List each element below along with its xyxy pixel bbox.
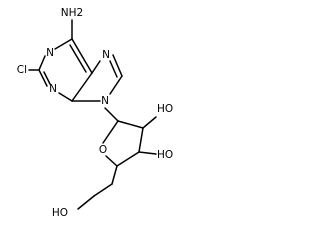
bond-c6-n1: [54, 38, 73, 50]
amino-group-label: NH2: [61, 7, 83, 19]
nitrogen-n3-label: N: [49, 83, 57, 95]
bond-c5-c6-double: [69, 44, 87, 73]
bond-ch2-ch2: [93, 183, 113, 197]
bond-c2-n3: [38, 69, 48, 87]
bond-o-c1prime: [102, 120, 119, 144]
bond-c4prime-ch2: [111, 165, 118, 185]
bond-ch2-oh: [77, 195, 95, 210]
bond-c5-c6: [71, 38, 93, 74]
bond-c3prime-c4prime: [116, 151, 140, 167]
bonds: [28, 19, 157, 210]
bond-n7-c8-double: [109, 60, 118, 78]
hydroxyl-chain-label: HO: [52, 207, 68, 219]
bond-c8-n9: [109, 75, 123, 95]
bond-c5-n7: [91, 60, 101, 74]
bond-n1-c2: [38, 55, 46, 71]
bond-c3prime-oh: [138, 151, 157, 155]
chlorine-label: Cl: [17, 64, 27, 76]
atom-labels: NH2 Cl N N N N O HO HO HO: [17, 7, 173, 219]
bond-n9-c1prime: [104, 107, 119, 122]
bond-c1prime-c2prime: [117, 120, 144, 129]
hydroxyl-c3-label: HO: [157, 149, 173, 161]
ring-oxygen-label: O: [99, 144, 107, 156]
bond-c2prime-oh: [142, 116, 157, 129]
chemical-structure: NH2 Cl N N N N O HO HO HO: [17, 7, 173, 219]
bond-c2-n3-double: [43, 71, 51, 85]
hydroxyl-c2-label: HO: [157, 103, 173, 115]
bond-n3-c4: [58, 92, 73, 102]
nitrogen-n1-label: N: [46, 47, 54, 59]
bond-c4prime-o: [105, 155, 118, 167]
bond-c2prime-c3prime: [138, 127, 144, 153]
nitrogen-n9-label: N: [101, 95, 109, 107]
nitrogen-n7-label: N: [102, 49, 110, 61]
bond-c4-c5: [71, 72, 93, 102]
bond-n7-c8: [112, 54, 123, 77]
